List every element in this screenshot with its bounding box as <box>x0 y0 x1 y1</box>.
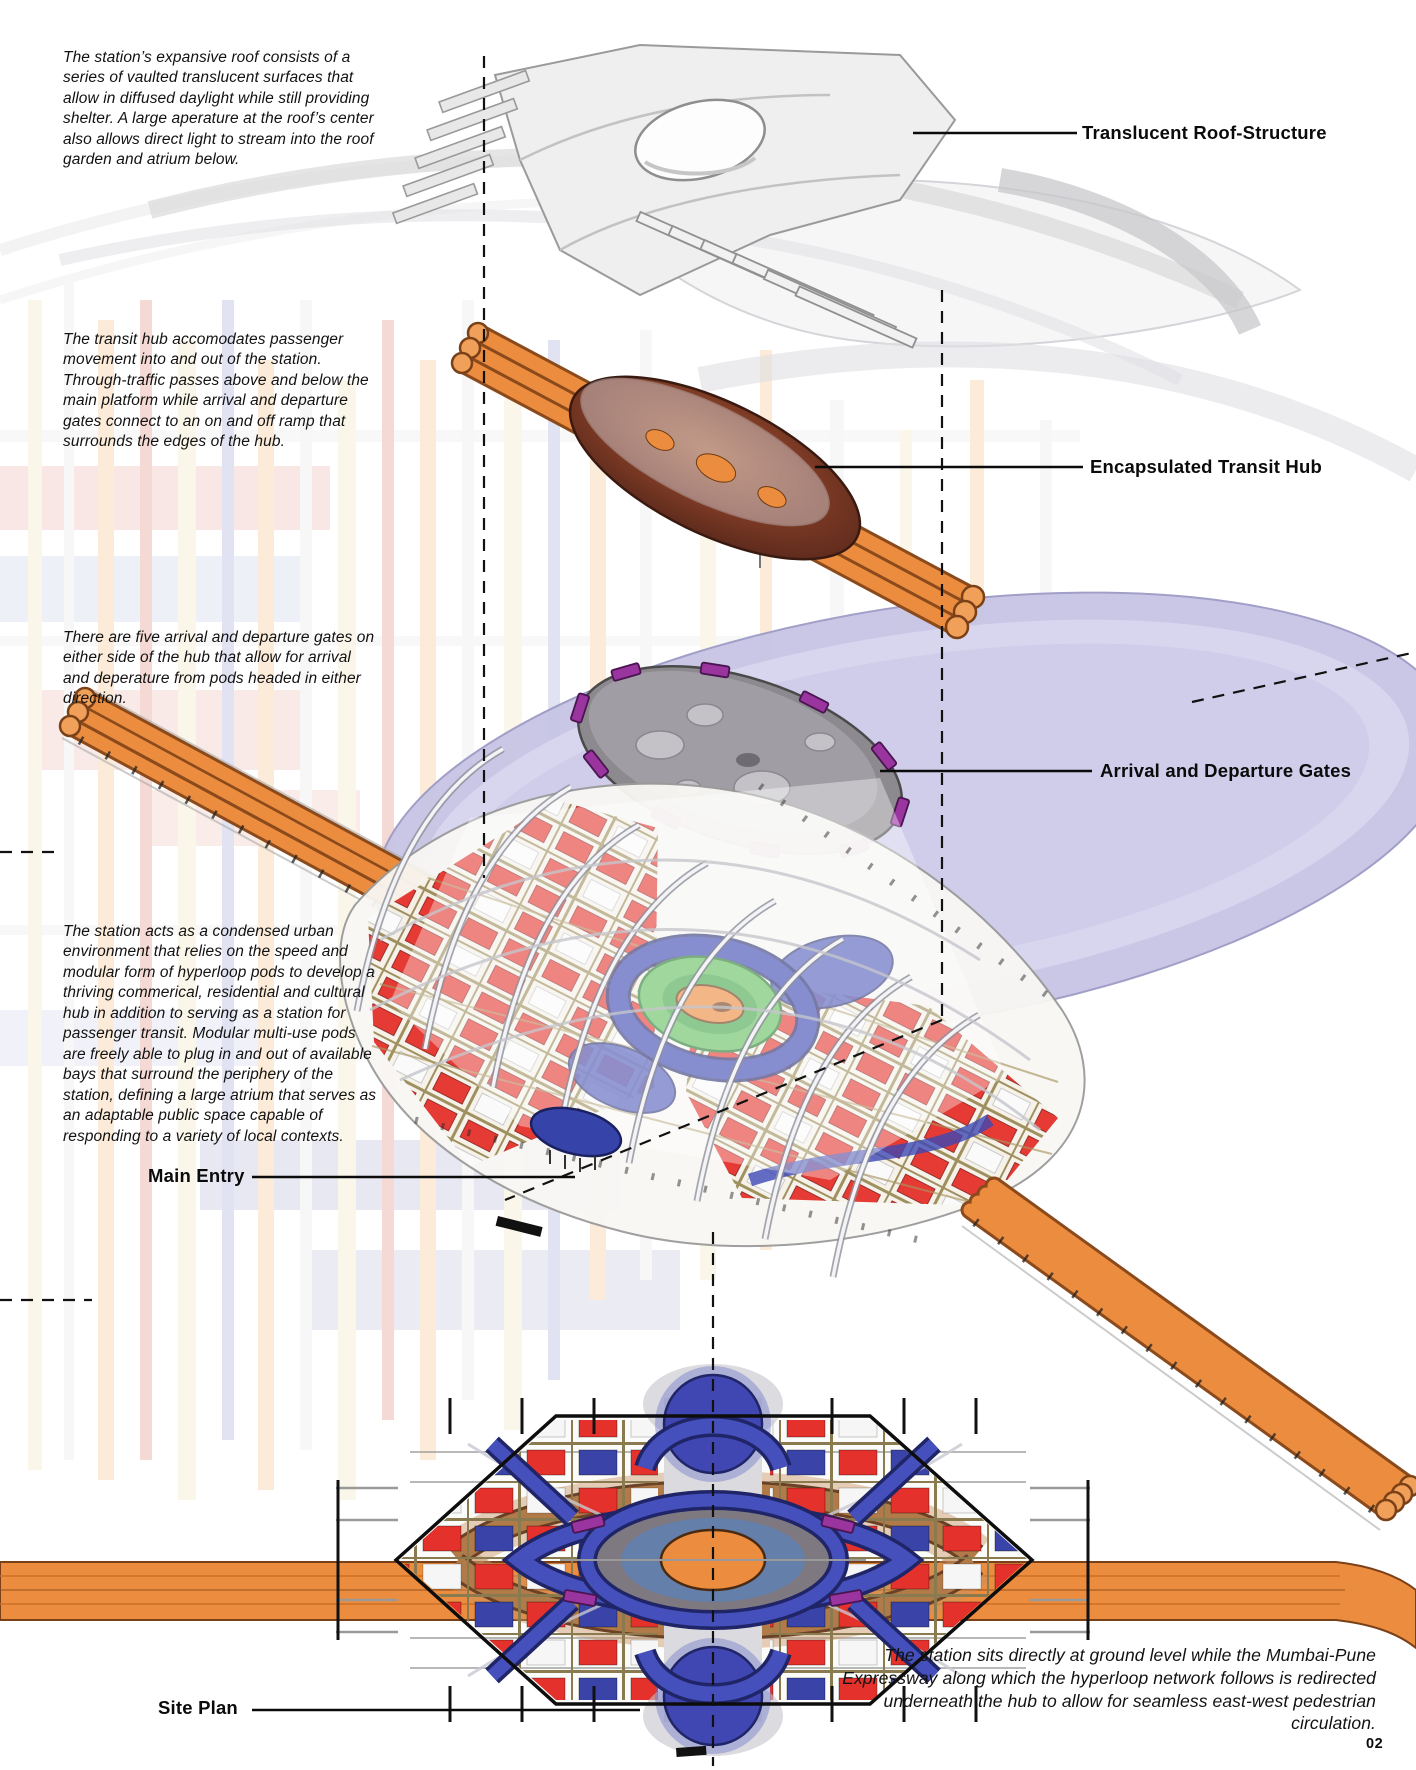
label-roof-structure: Translucent Roof-Structure <box>1082 122 1327 143</box>
plan-outline <box>393 1414 1035 1706</box>
label-transit-hub: Encapsulated Transit Hub <box>1090 456 1322 477</box>
note-urban-hub: The station acts as a condensed urban en… <box>63 923 377 1145</box>
roof-structure <box>391 43 957 349</box>
ramp-surfaces <box>567 933 994 1187</box>
label-site-plan: Site Plan <box>158 1697 238 1718</box>
label-main-entry: Main Entry <box>148 1165 245 1186</box>
main-entry-pad <box>529 1106 623 1172</box>
plan-gates <box>562 1514 864 1607</box>
site-plan <box>0 1364 1416 1756</box>
transit-hub <box>450 321 986 640</box>
note-gates: There are five arrival and departure gat… <box>63 629 375 708</box>
module-field-east <box>686 976 1058 1206</box>
label-gates: Arrival and Departure Gates <box>1100 760 1352 781</box>
station-canopy <box>353 745 1065 1278</box>
plan-hub-rings <box>560 1490 866 1630</box>
page-number: 02 <box>1366 1736 1384 1752</box>
tube-bundle-east <box>960 1176 1416 1531</box>
note-roof: The station’s expansive roof consists of… <box>63 49 374 169</box>
main-station <box>58 686 1416 1531</box>
note-site: The station sits directly at ground leve… <box>842 1645 1376 1734</box>
leader-lines <box>252 131 1092 1712</box>
note-transit-hub: The transit hub accomodates passenger mo… <box>63 331 369 451</box>
dashed-guides <box>0 56 1416 1766</box>
section-markers <box>495 1216 707 1757</box>
